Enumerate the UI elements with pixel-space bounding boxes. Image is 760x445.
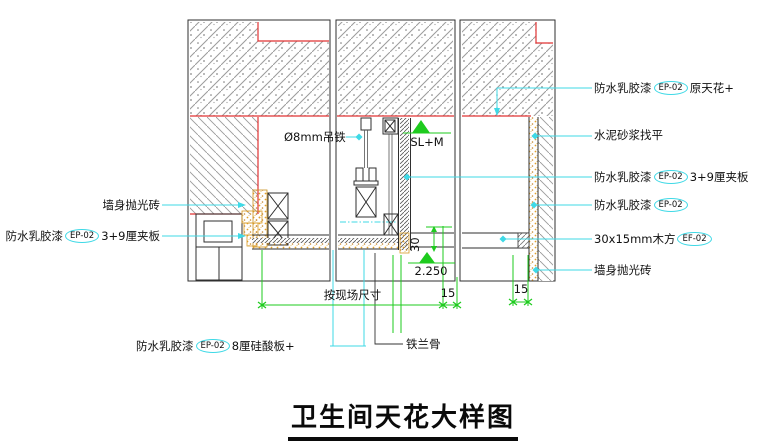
label-wood-blocking: 30x15mm木方 EF-02	[594, 232, 712, 246]
slab-notch-red-line	[257, 22, 329, 42]
finish-tag-ep02: EP-02	[195, 339, 230, 353]
finish-tag-ep02: EP-02	[653, 170, 688, 184]
wall-fixture-elevation	[195, 213, 243, 281]
label-hanger-rod: Ø8mm吊铁	[284, 130, 346, 144]
label-wall-polished-tile-right: 墙身抛光砖	[594, 263, 652, 277]
wood-block	[383, 213, 399, 236]
dimension-lines	[257, 120, 533, 333]
furring-leader-line	[374, 253, 403, 345]
label-waterproof-paint: 防水乳胶漆 EP-02	[594, 198, 688, 212]
label-text: 30x15mm木方	[594, 232, 676, 246]
wall-with-tile-finish	[528, 117, 553, 281]
label-waterproof-paint-original-ceiling: 防水乳胶漆 EP-02 原天花+	[594, 81, 734, 95]
label-text: 防水乳胶漆	[136, 339, 194, 353]
concrete-slab-hatch	[338, 22, 453, 116]
plywood-bulkhead	[398, 118, 411, 254]
label-wall-polished-tile-left: 墙身抛光砖	[103, 198, 161, 212]
label-text: 防水乳胶漆	[594, 198, 652, 212]
leader-lines	[162, 87, 592, 347]
dimension-site-size: 按现场尺寸	[323, 288, 382, 302]
slab-notch-red-line	[535, 22, 553, 44]
left-panel-section	[187, 19, 331, 282]
right-panel-section	[459, 19, 556, 282]
label-text: 3+9厘夹板	[689, 170, 749, 184]
dimension-15-right: 15	[513, 282, 529, 296]
finish-tag-ep02: EP-02	[653, 81, 688, 95]
drawing-title: 卫生间天花大样图	[288, 397, 518, 441]
label-text: SL+M	[410, 135, 444, 149]
label-text: 墙身抛光砖	[102, 198, 161, 212]
label-text: 原天花+	[689, 81, 734, 95]
dimension-30: 30	[408, 237, 422, 252]
label-text: 防水乳胶漆	[594, 170, 652, 184]
wall-hatch	[190, 117, 259, 215]
finish-tag-ep02: EP-02	[653, 198, 688, 212]
ceiling-level-text: 2.250	[414, 264, 448, 278]
label-text: 8厘硅酸板+	[231, 339, 295, 353]
ceiling-board	[462, 232, 530, 249]
label-cement-mortar-leveling: 水泥砂浆找平	[594, 128, 663, 142]
ceiling-board	[252, 234, 329, 250]
concrete-slab-hatch	[190, 22, 329, 116]
ceiling-board	[338, 234, 398, 250]
finish-tag-ep02: EP-02	[65, 229, 100, 243]
label-metal-furring: 铁兰骨	[406, 337, 441, 351]
label-text: 防水乳胶漆	[594, 81, 652, 95]
hanger-rod-assembly	[340, 117, 396, 223]
label-waterproof-paint-plywood-left: 防水乳胶漆 EP-02 3+9厘夹板	[6, 229, 160, 243]
finish-tag-ef02: EF-02	[677, 232, 712, 246]
label-waterproof-paint-plywood-right: 防水乳胶漆 EP-02 3+9厘夹板	[594, 170, 748, 184]
dimension-15-middle: 15	[440, 286, 456, 300]
label-text: 墙身抛光砖	[594, 263, 652, 277]
label-text: 3+9厘夹板	[101, 229, 160, 243]
structure-level-text: SL+M	[404, 135, 450, 149]
label-waterproof-paint-silicate-board: 防水乳胶漆 EP-02 8厘硅酸板+	[136, 339, 295, 353]
concrete-slab-hatch	[462, 22, 553, 116]
label-text: 防水乳胶漆	[5, 229, 64, 243]
label-text: 铁兰骨	[406, 337, 441, 351]
middle-panel-section	[335, 19, 456, 282]
label-text: 水泥砂浆找平	[594, 128, 663, 142]
